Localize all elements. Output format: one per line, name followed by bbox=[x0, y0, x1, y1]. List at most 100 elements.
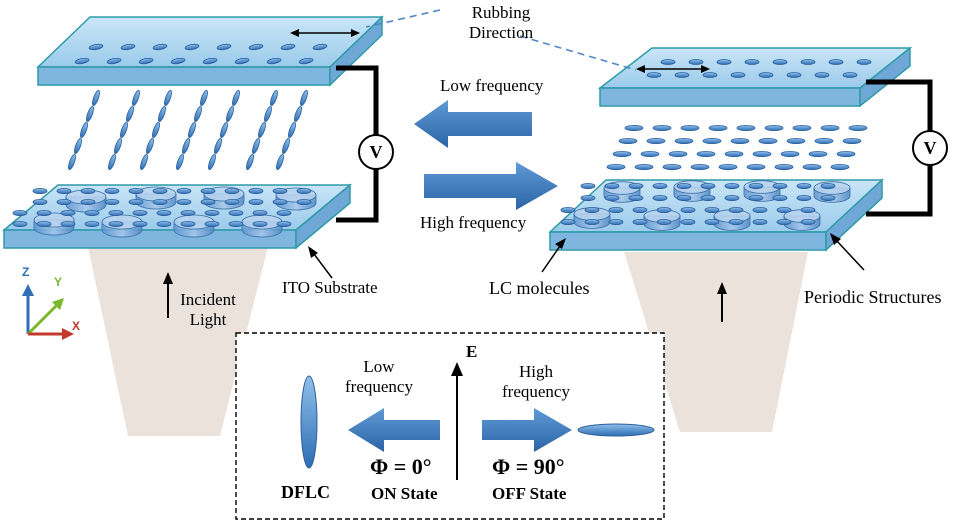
horizontal-molecule bbox=[577, 423, 655, 437]
left-vertical-molecules bbox=[68, 90, 308, 170]
flat-molecule bbox=[180, 220, 196, 227]
low-frequency-arrow[interactable] bbox=[414, 100, 532, 148]
top-molecule bbox=[814, 72, 830, 78]
inset-low-line2: frequency bbox=[345, 376, 413, 396]
ito-substrate-label: ITO Substrate bbox=[282, 278, 378, 297]
vertical-molecule bbox=[288, 122, 296, 138]
horizontal-molecule bbox=[612, 150, 632, 157]
horizontal-molecule bbox=[652, 125, 672, 132]
on-state-label: ON State bbox=[371, 484, 438, 503]
vertical-molecule bbox=[68, 154, 76, 170]
flat-molecule bbox=[204, 209, 220, 216]
flat-molecule bbox=[676, 182, 692, 189]
phi-on-label: Φ = 0° bbox=[370, 454, 432, 479]
flat-molecule bbox=[32, 198, 48, 205]
flat-molecule bbox=[800, 206, 816, 213]
flat-molecule bbox=[632, 218, 648, 225]
vertical-molecule bbox=[294, 106, 302, 122]
horizontal-molecule bbox=[758, 137, 778, 144]
flat-molecule bbox=[84, 209, 100, 216]
flat-molecule bbox=[224, 198, 240, 205]
light-cone-left bbox=[88, 247, 268, 436]
flat-molecule bbox=[604, 182, 620, 189]
horizontal-molecule bbox=[792, 125, 812, 132]
top-molecule bbox=[758, 72, 774, 78]
flat-molecule bbox=[752, 206, 768, 213]
vertical-molecule bbox=[92, 90, 100, 106]
flat-molecule bbox=[724, 182, 740, 189]
horizontal-molecule bbox=[814, 137, 834, 144]
flat-molecule bbox=[104, 198, 120, 205]
flat-molecule bbox=[12, 209, 28, 216]
incident-light-arrow bbox=[163, 272, 173, 318]
horizontal-molecule bbox=[646, 137, 666, 144]
incident-label-line1: Incident bbox=[180, 290, 236, 309]
high-frequency-arrow[interactable] bbox=[424, 162, 558, 210]
left-cell bbox=[1, 15, 394, 436]
top-molecule bbox=[170, 57, 186, 65]
top-molecule bbox=[88, 43, 104, 51]
vertical-molecule bbox=[114, 138, 122, 154]
flat-molecule bbox=[796, 182, 812, 189]
top-molecule bbox=[298, 57, 314, 65]
right-top-substrate bbox=[597, 46, 913, 108]
flat-molecule bbox=[584, 218, 600, 225]
flat-molecule bbox=[656, 206, 672, 213]
vertical-molecule bbox=[220, 122, 228, 138]
vertical-molecule bbox=[264, 106, 272, 122]
inset-low-frequency-label: Low frequency bbox=[334, 357, 424, 396]
incident-light-label: Incident Light bbox=[174, 290, 242, 329]
top-molecule bbox=[730, 72, 746, 78]
horizontal-molecule bbox=[690, 163, 710, 170]
flat-molecule bbox=[156, 220, 172, 227]
vertical-molecule bbox=[194, 106, 202, 122]
flat-molecule bbox=[12, 220, 28, 227]
coordinate-axes bbox=[22, 284, 74, 340]
top-molecule bbox=[786, 72, 802, 78]
vertical-molecule bbox=[158, 106, 166, 122]
inset-high-arrow bbox=[482, 408, 572, 452]
horizontal-molecule bbox=[848, 125, 868, 132]
flat-molecule bbox=[128, 198, 144, 205]
left-top-substrate bbox=[36, 15, 384, 87]
flat-molecule bbox=[32, 187, 48, 194]
vertical-molecule bbox=[182, 138, 190, 154]
right-bottom-substrate bbox=[548, 178, 884, 252]
rubbing-arrow-right bbox=[636, 65, 710, 73]
horizontal-molecule bbox=[702, 137, 722, 144]
top-molecule bbox=[744, 59, 760, 65]
axis-y-label: Y bbox=[54, 275, 63, 289]
horizontal-molecule bbox=[820, 125, 840, 132]
flat-molecule bbox=[628, 182, 644, 189]
rubbing-direction-label: Rubbing Direction bbox=[452, 3, 550, 42]
flat-molecule bbox=[36, 209, 52, 216]
voltage-label-right: V bbox=[923, 138, 937, 158]
flat-molecule bbox=[252, 209, 268, 216]
flat-molecule bbox=[728, 206, 744, 213]
vertical-molecule bbox=[108, 154, 116, 170]
top-molecule bbox=[688, 59, 704, 65]
horizontal-molecule bbox=[774, 163, 794, 170]
top-molecule bbox=[138, 57, 154, 65]
flat-molecule bbox=[608, 206, 624, 213]
flat-molecule bbox=[796, 194, 812, 201]
flat-molecule bbox=[776, 206, 792, 213]
horizontal-molecule bbox=[674, 137, 694, 144]
top-molecule bbox=[312, 43, 328, 51]
horizontal-molecule bbox=[764, 125, 784, 132]
axis-z-label: Z bbox=[22, 265, 30, 279]
dflc-vertical-molecule bbox=[300, 375, 318, 469]
flat-molecule bbox=[108, 209, 124, 216]
lc-molecules-pointer bbox=[541, 238, 566, 273]
flat-molecule bbox=[752, 218, 768, 225]
horizontal-molecule bbox=[736, 125, 756, 132]
vertical-molecule bbox=[300, 90, 308, 106]
vertical-molecule bbox=[126, 106, 134, 122]
horizontal-molecule bbox=[842, 137, 862, 144]
top-molecule bbox=[216, 43, 232, 51]
flat-molecule bbox=[748, 182, 764, 189]
flat-molecule bbox=[156, 209, 172, 216]
horizontal-molecule bbox=[780, 150, 800, 157]
lc-molecules-label: LC molecules bbox=[489, 278, 590, 298]
vertical-molecule bbox=[200, 90, 208, 106]
